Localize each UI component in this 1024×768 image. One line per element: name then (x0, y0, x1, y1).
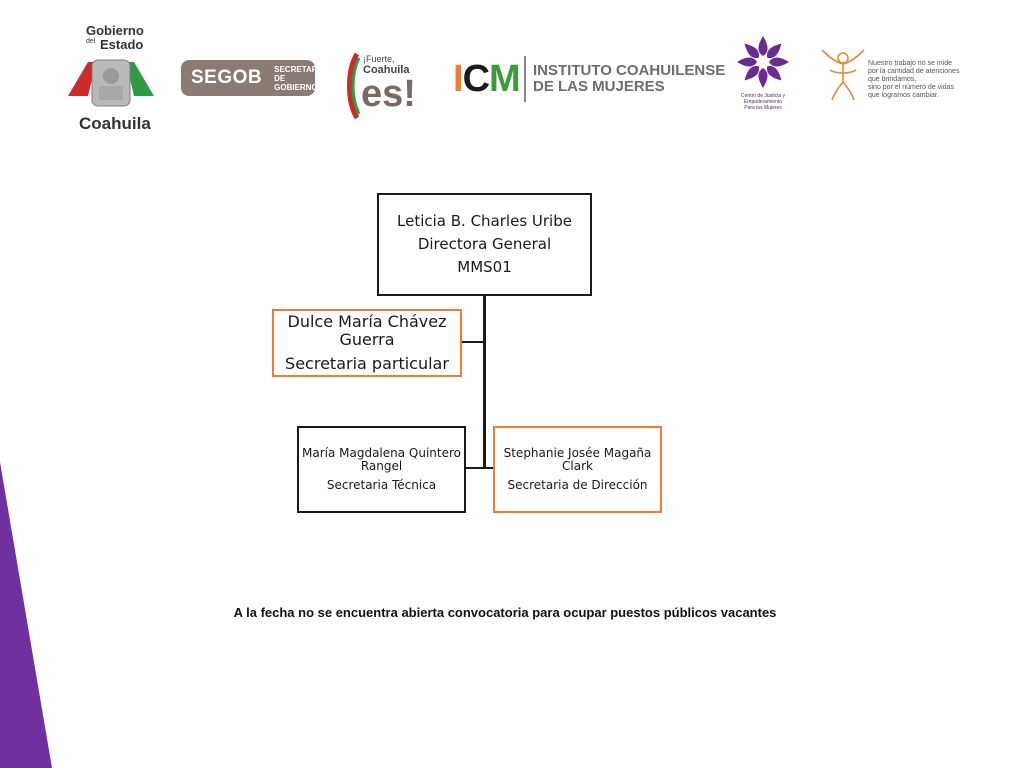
technical-secretary-name: María Magdalena Quintero Rangel (301, 446, 462, 473)
cjem-line1: Centro de Justicia y (741, 93, 785, 99)
icm-line2: DE LAS MUJERES (533, 78, 665, 95)
cjem-line3: Para las Mujeres (744, 105, 782, 111)
direction-secretary-box: Stephanie Josée Magaña Clark Secretaria … (493, 426, 662, 513)
cjem-line2: Empoderamiento (743, 99, 783, 105)
connector-vertical-main (483, 295, 486, 469)
quote-line4: sino por el número de vidas (868, 84, 954, 91)
cjem-text: Centro de Justicia y Empoderamiento Para… (728, 93, 798, 111)
direction-secretary-title: Secretaria de Dirección (507, 478, 648, 492)
director-box: Leticia B. Charles Uribe Directora Gener… (377, 193, 592, 296)
quote-line5: que logramos cambiar. (868, 92, 939, 99)
coat-of-arms-icon (68, 59, 154, 107)
private-secretary-box: Dulce María Chávez Guerra Secretaria par… (272, 309, 462, 377)
segob-acronym: SEGOB (191, 67, 263, 88)
icm-logo-mark: ICM (453, 58, 521, 100)
segob-logo: SEGOB SECRETARÍA DE GOBIERNO (181, 60, 326, 96)
director-name: Leticia B. Charles Uribe (397, 212, 572, 230)
quote-line3: que brindamos, (868, 76, 917, 83)
quote-line1: Nuestro trabajo no se mide (868, 60, 953, 67)
connector-to-direction-secretary (484, 467, 494, 469)
vacancies-note: A la fecha no se encuentra abierta convo… (233, 605, 777, 620)
technical-secretary-box: María Magdalena Quintero Rangel Secretar… (297, 426, 466, 513)
flower-star-icon (737, 36, 789, 88)
icm-divider (524, 56, 526, 102)
quote-text: Nuestro trabajo no se mide por la cantid… (868, 60, 959, 100)
director-title: Directora General (417, 235, 552, 253)
fuerte-line2: Coahuila (363, 64, 410, 76)
connector-to-private-secretary (461, 341, 485, 343)
technical-secretary-title: Secretaria Técnica (326, 478, 437, 492)
fuerte-line3: es! (361, 73, 416, 115)
logo-estado-text: Estado (100, 37, 144, 52)
private-secretary-title: Secretaria particular (285, 354, 449, 373)
coahuila-government-logo: Gobierno del Estado Coahuila (66, 24, 156, 136)
fuerte-coahuila-logo: ¡Fuerte, Coahuila es! (345, 52, 425, 122)
quote-line2: por la cantidad de atenciones (868, 68, 960, 75)
direction-secretary-name: Stephanie Josée Magaña Clark (503, 446, 652, 473)
segob-line1: SECRETARÍA (274, 64, 326, 74)
woman-figure-icon (821, 49, 865, 101)
icm-name: INSTITUTO COAHUILENSE DE LAS MUJERES (533, 63, 725, 95)
logo-del-text: del (86, 38, 96, 45)
logo-coahuila-text: Coahuila (79, 114, 151, 133)
bracket-icon (347, 52, 361, 120)
logo-gobierno-text: Gobierno (86, 23, 144, 38)
connector-to-technical-secretary (465, 467, 485, 469)
private-secretary-name: Dulce María Chávez Guerra (287, 312, 447, 349)
segob-line2: DE GOBIERNO (274, 73, 318, 92)
icm-line1: INSTITUTO COAHUILENSE (533, 62, 726, 79)
fuerte-line1: ¡Fuerte, (363, 54, 395, 64)
director-code: MMS01 (457, 258, 512, 276)
